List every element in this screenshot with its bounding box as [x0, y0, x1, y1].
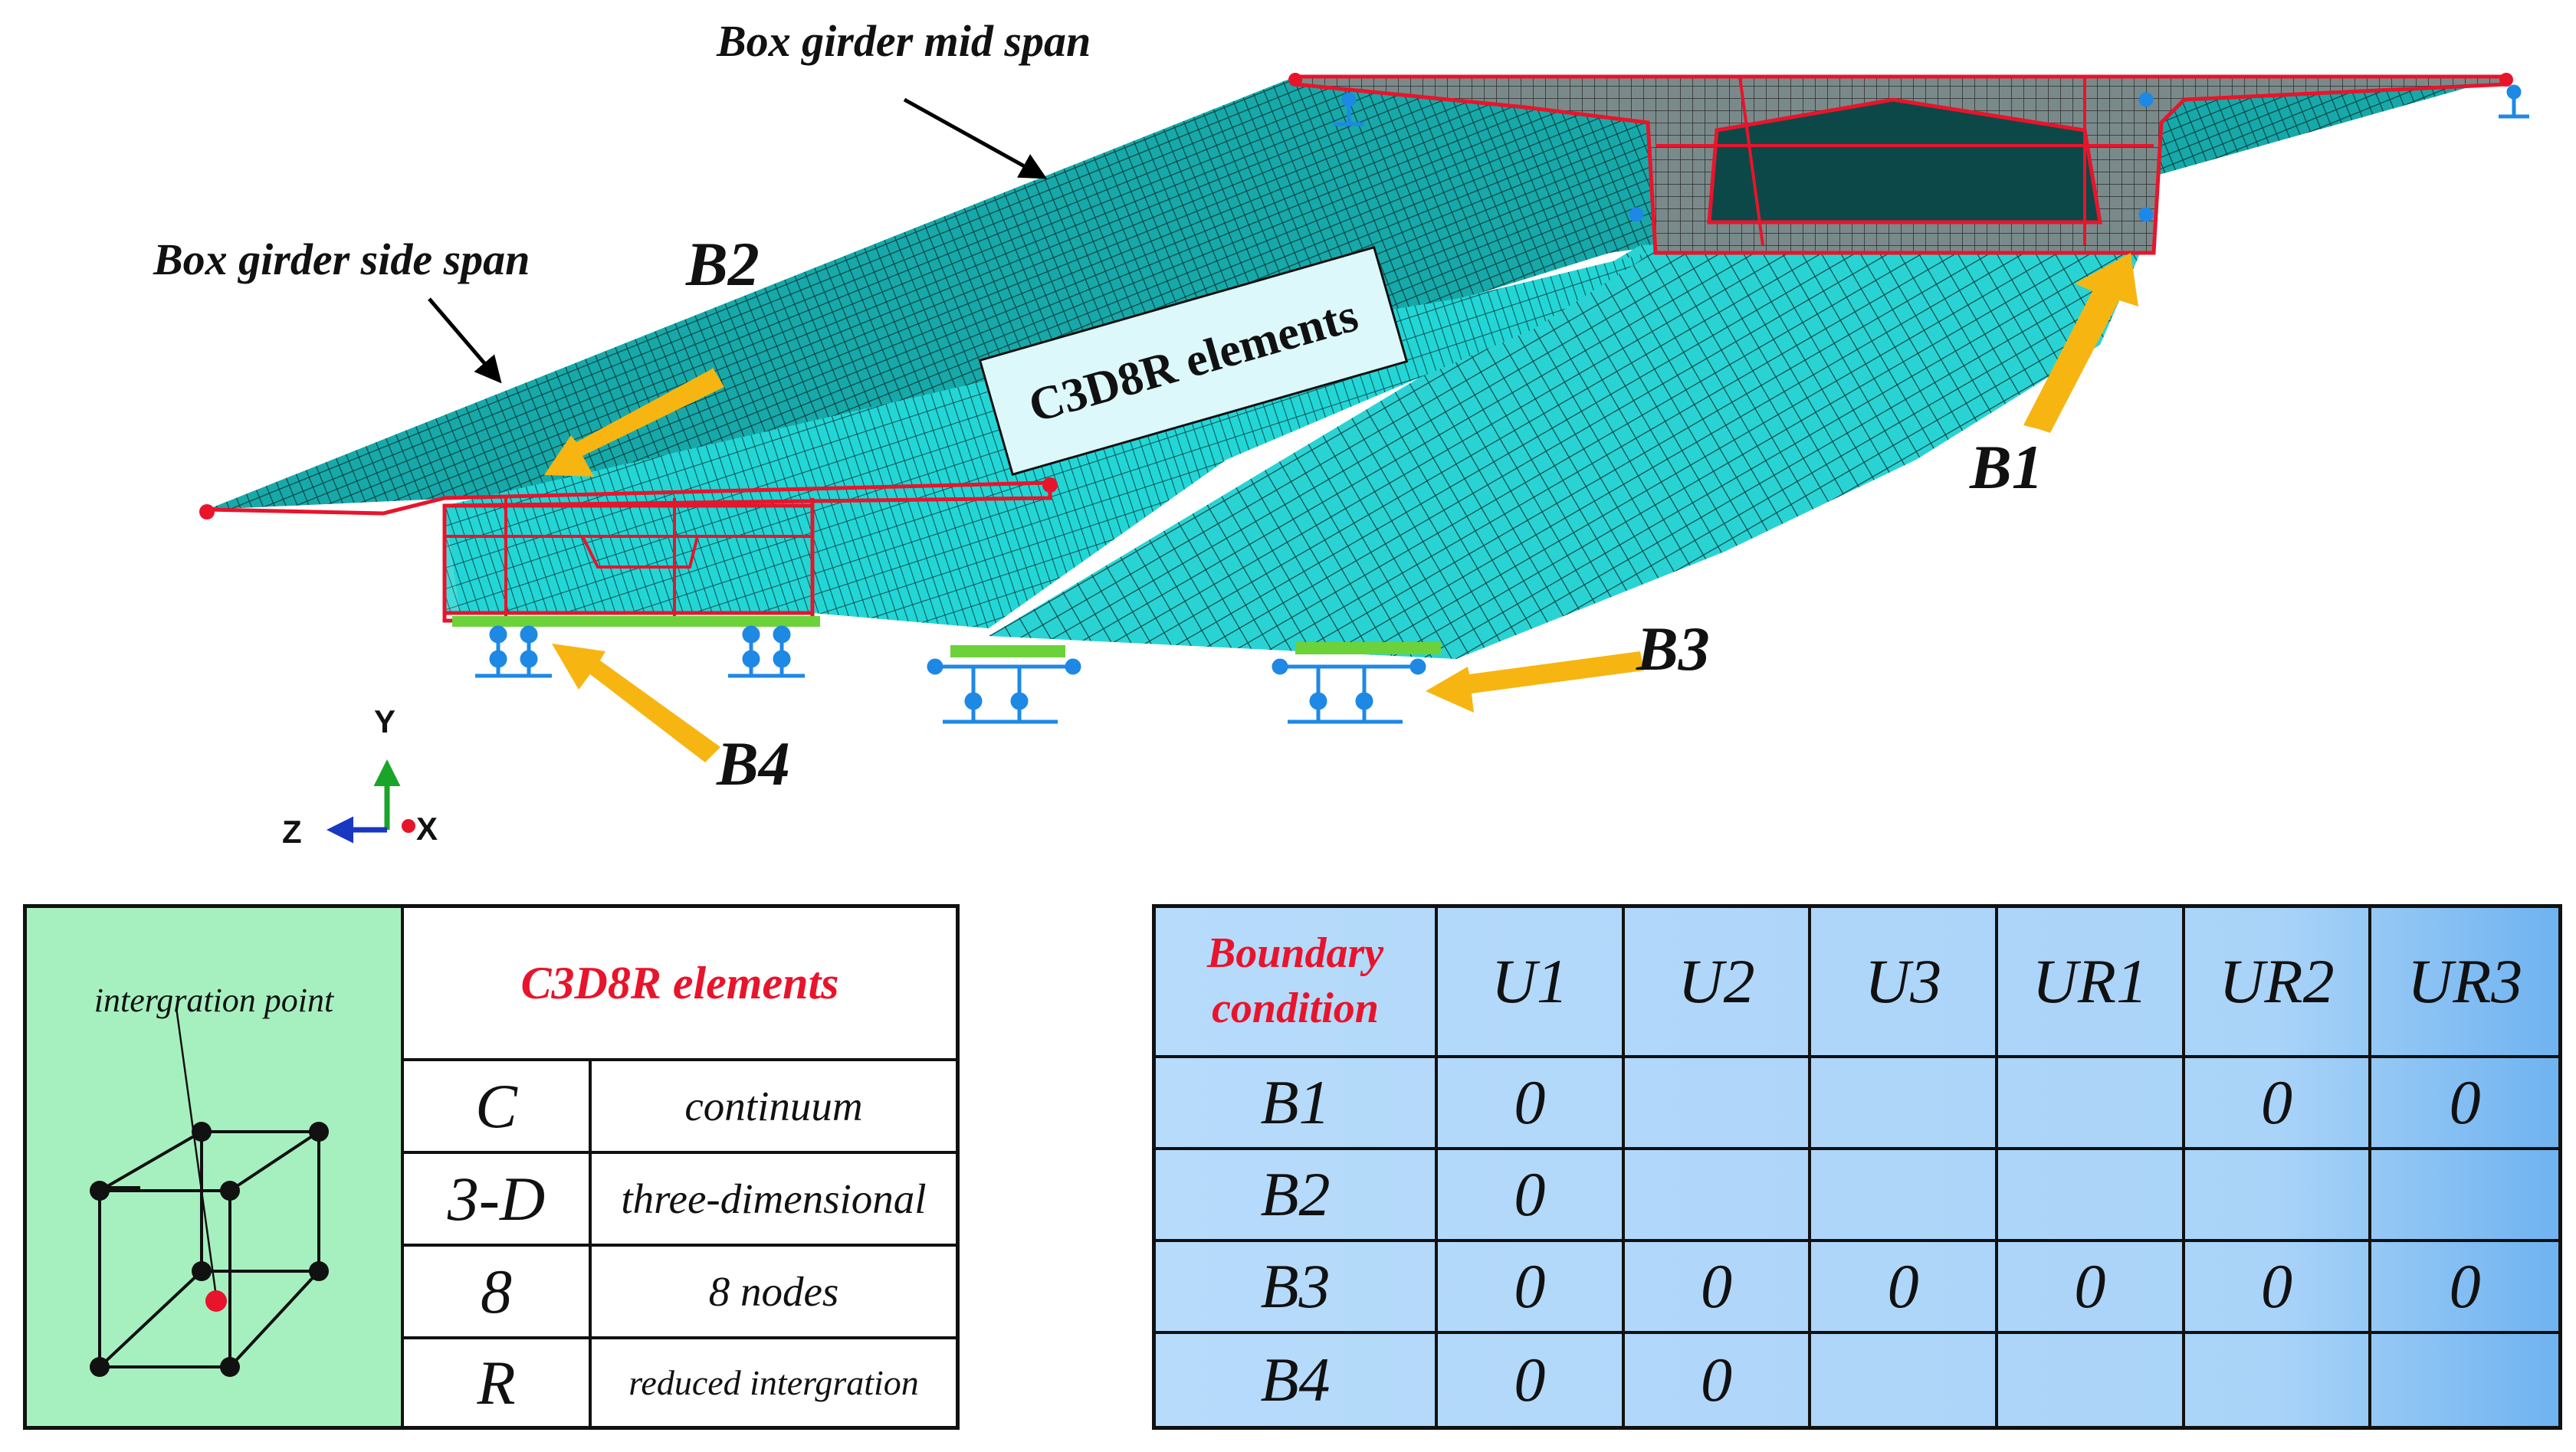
boundary-condition-table: Boundary condition U1 U2 U3 UR1 UR2 UR3 …	[1152, 904, 2562, 1430]
row-name-b3: B3	[1156, 1242, 1438, 1334]
row-name-b4: B4	[1156, 1334, 1438, 1426]
table-cell: 0	[1811, 1242, 1998, 1334]
col-header-ur2: UR2	[2184, 908, 2372, 1058]
abbr-c: C	[404, 1061, 592, 1154]
axis-triad	[327, 759, 415, 844]
b4-label: B4	[717, 729, 790, 798]
girder-soffit	[989, 222, 2154, 659]
table-cell: 0	[1438, 1242, 1625, 1334]
table-cell: 0	[2184, 1242, 2372, 1334]
table-cell: 0	[1438, 1334, 1625, 1426]
side-span-pointer	[428, 297, 502, 384]
abbr-8: 8	[404, 1247, 592, 1339]
table-cell	[1998, 1334, 2185, 1426]
table-cell: 0	[1998, 1242, 2185, 1334]
table-cell	[1811, 1334, 1998, 1426]
meaning-reduced-integration: reduced intergration	[628, 1363, 919, 1402]
arrow-b3	[1426, 651, 1644, 713]
section-b4	[199, 477, 1058, 623]
row-name-b2: B2	[1156, 1150, 1438, 1242]
meaning-three-dimensional: three-dimensional	[592, 1154, 956, 1247]
integration-point-label: intergration point	[94, 982, 334, 1019]
table-cell: 0	[1625, 1334, 1812, 1426]
table-cell	[1811, 1058, 1998, 1150]
side-span-label: Box girder side span	[153, 234, 530, 284]
meaning-8-nodes: 8 nodes	[592, 1247, 956, 1339]
table-cell	[1811, 1150, 1998, 1242]
mid-span-label: Box girder mid span	[717, 16, 1091, 66]
abbr-r: R	[404, 1339, 592, 1426]
b3-label: B3	[1636, 614, 1710, 683]
table-cell	[1624, 1150, 1812, 1242]
table-cell	[1998, 1058, 2185, 1150]
table-cell: 0	[1438, 1058, 1625, 1150]
col-header-u3: U3	[1811, 908, 1998, 1058]
element-table-title: C3D8R elements	[404, 908, 956, 1061]
col-header-u1: U1	[1438, 908, 1625, 1058]
b2-label: B2	[686, 229, 760, 299]
arrow-b2	[544, 368, 724, 477]
element-type-table: intergration point	[23, 904, 960, 1430]
meaning-continuum: continuum	[592, 1061, 956, 1154]
table-cell	[1624, 1058, 1812, 1150]
integration-point-dot	[205, 1290, 227, 1312]
table-cell	[2371, 1334, 2558, 1426]
axis-x-label: X	[416, 811, 438, 847]
section-b1	[1288, 73, 2513, 255]
bc-header-line2: condition	[1212, 985, 1379, 1032]
bc-header-line1: Boundary	[1206, 929, 1384, 978]
arrow-b4	[552, 644, 720, 762]
abbr-3d: 3-D	[404, 1154, 592, 1247]
table-cell: 0	[2371, 1242, 2558, 1334]
row-name-b1: B1	[1156, 1058, 1438, 1150]
table-cell	[2184, 1150, 2372, 1242]
col-header-ur3: UR3	[2371, 908, 2558, 1058]
b1-label: B1	[1970, 432, 2043, 502]
support-symbols	[475, 84, 2529, 724]
table-cell: 0	[1438, 1150, 1625, 1242]
col-header-u2: U2	[1624, 908, 1812, 1058]
axis-y-label: Y	[374, 703, 396, 739]
table-cell	[2371, 1150, 2558, 1242]
bc-header-cell: Boundary condition	[1156, 908, 1438, 1058]
bearing-plates	[452, 616, 1441, 657]
axis-z-label: Z	[282, 814, 302, 850]
hexahedron-element-icon	[90, 1007, 329, 1377]
table-cell: 0	[1624, 1242, 1812, 1334]
table-cell	[2185, 1334, 2372, 1426]
table-cell	[1998, 1150, 2185, 1242]
yellow-arrows	[544, 253, 2138, 762]
hexahedron-figure-cell: intergration point	[27, 908, 404, 1426]
mid-span-pointer	[903, 97, 1048, 179]
table-cell: 0	[2184, 1058, 2372, 1150]
table-cell: 0	[2371, 1058, 2558, 1150]
arrow-b1	[2023, 253, 2138, 433]
col-header-ur1: UR1	[1998, 908, 2185, 1058]
